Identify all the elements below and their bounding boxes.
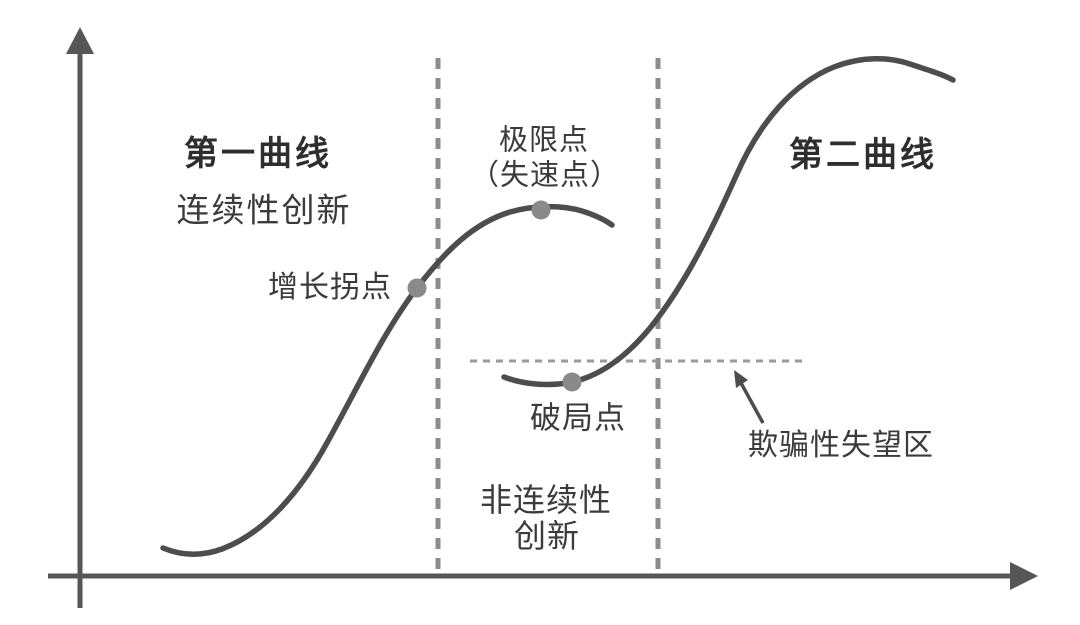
growth-inflection-label: 增长拐点 xyxy=(268,271,392,304)
limit-point-dot xyxy=(531,200,551,220)
x-axis-arrow-icon xyxy=(1010,562,1038,590)
first-curve-title: 第一曲线 xyxy=(184,135,332,173)
second-curve xyxy=(501,55,956,388)
first-curve-subtitle: 连续性创新 xyxy=(176,191,352,229)
breakthrough-point-dot xyxy=(562,372,582,392)
second-curve-title: 第二曲线 xyxy=(789,136,937,174)
discontinuous-innovation-label-line1: 非连续性 xyxy=(479,482,613,518)
limit-point-label-line1: 极限点 xyxy=(498,124,590,157)
breakthrough-point-label: 破局点 xyxy=(530,400,626,436)
deceptive-disappointment-zone-label: 欺骗性失望区 xyxy=(748,429,934,462)
growth-inflection-point-dot xyxy=(407,278,427,298)
y-axis-arrow-icon xyxy=(66,27,94,54)
limit-point-label-line2: （失速点） xyxy=(469,159,621,192)
first-curve xyxy=(160,203,615,557)
discontinuous-innovation-label-line2: 创新 xyxy=(513,518,581,554)
deceptive-zone-arrow-line xyxy=(739,382,765,424)
deceptive-zone-arrow-head-icon xyxy=(734,370,748,388)
